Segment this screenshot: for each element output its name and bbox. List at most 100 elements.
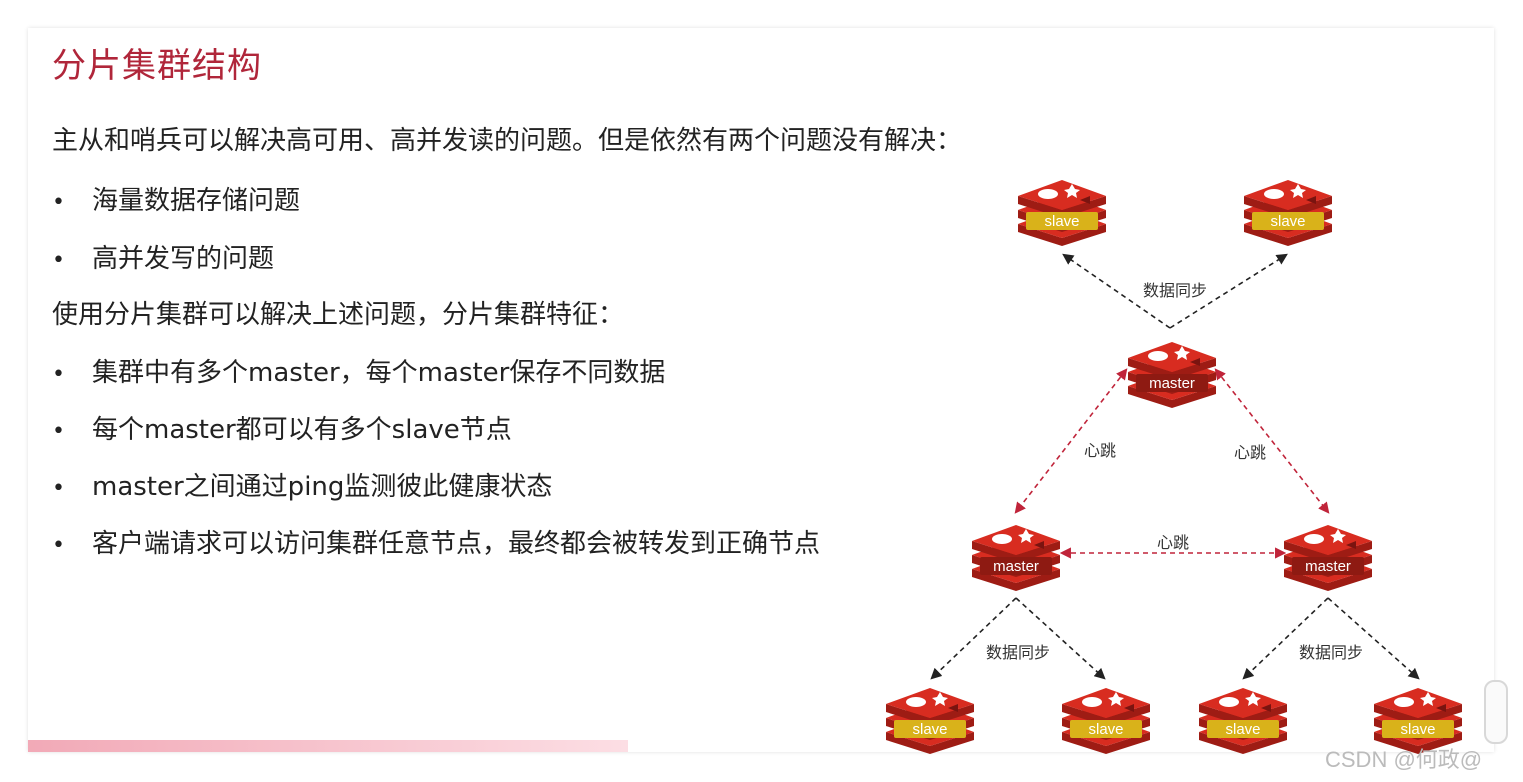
star-icon [1064,184,1080,198]
triangle-icon [1306,196,1316,204]
slave-node-bottom-slave-1: slave [886,688,974,754]
redis-layer-top [1062,688,1150,718]
redis-layer-top [1018,180,1106,210]
slave-label-band [1382,720,1454,738]
watermark: CSDN @何政@ [1325,747,1483,772]
redis-layer-side [886,732,974,754]
scroll-handle[interactable] [1484,680,1508,744]
star-icon [932,692,948,706]
bullet-icon: • [52,362,65,387]
redis-logo-icon [1394,697,1414,707]
redis-layer-side [972,569,1060,591]
redis-layer-side [1018,224,1106,246]
problem-item: •海量数据存储问题 [52,180,300,217]
triangle-icon [948,704,958,712]
master-label-band [1292,557,1364,575]
redis-layer-side [1284,569,1372,591]
redis-layer-side [1199,732,1287,754]
master-label-band [1136,374,1208,392]
master-label-band [980,557,1052,575]
star-icon [1420,692,1436,706]
bullet-icon: • [52,248,65,273]
triangle-icon [1261,704,1271,712]
problem-item: • 高并发写的问题 [52,238,274,275]
master-node-master-right: master [1284,525,1372,591]
footer-accent-bar [28,740,628,752]
feature-item: • 客户端请求可以访问集群任意节点，最终都会被转发到正确节点 [52,523,820,560]
slave-label: slave [1400,721,1435,738]
star-icon [1018,529,1034,543]
edge-sync-top: 数据同步 [1062,253,1288,329]
edge-label-sync-right: 数据同步 [1299,643,1363,662]
star-icon [1108,692,1124,706]
star-icon [1174,346,1190,360]
star-icon [1330,529,1346,543]
intro-text: 主从和哨兵可以解决高可用、高并发读的问题。但是依然有两个问题没有解决： [52,126,963,156]
slave-node-bottom-slave-3: slave [1199,688,1287,754]
master-node-master-top: master [1128,342,1216,408]
redis-layer-side [1062,732,1150,754]
redis-layer-top [1128,342,1216,372]
problem-label: 海量数据存储问题 [92,186,301,216]
slave-label: slave [1088,721,1123,738]
redis-logo-icon [906,697,926,707]
redis-logo-icon [1082,697,1102,707]
redis-layer-top [1374,688,1462,718]
redis-layer-side [1374,732,1462,754]
redis-logo-icon [1304,534,1324,544]
triangle-icon [1080,196,1090,204]
triangle-icon [1346,541,1356,549]
redis-logo-icon [992,534,1012,544]
slave-label: slave [912,721,947,738]
slave-label-band [1026,212,1098,230]
slave-node-bottom-slave-2: slave [1062,688,1150,754]
problem-label: 高并发写的问题 [92,244,275,274]
bullet-icon: • [52,419,65,444]
edge-sync-left: 数据同步 [930,597,1106,680]
redis-logo-icon [1148,351,1168,361]
slave-node-top-slave-right: slave [1244,180,1332,246]
edge-label-sync-top: 数据同步 [1143,281,1207,300]
bullet-icon: • [52,476,65,501]
slave-label-band [1207,720,1279,738]
redis-layer-top [1199,688,1287,718]
feature-label: 每个master都可以有多个slave节点 [92,415,512,445]
feature-item: • master之间通过ping监测彼此健康状态 [52,466,552,503]
feature-label: 客户端请求可以访问集群任意节点，最终都会被转发到正确节点 [92,529,821,559]
redis-layer-top [886,688,974,718]
redis-layer-top [972,525,1060,555]
feature-label: 集群中有多个master，每个master保存不同数据 [92,358,666,388]
edge-heartbeat-right: 心跳 [1214,368,1330,514]
redis-logo-icon [1219,697,1239,707]
edge-label-sync-left: 数据同步 [986,643,1050,662]
page-title: 分片集群结构 [52,46,262,86]
master-label: master [1305,558,1351,575]
redis-layer-top [1244,180,1332,210]
solution-heading: 使用分片集群可以解决上述问题，分片集群特征： [52,300,625,330]
redis-logo-icon [1264,189,1284,199]
slave-label: slave [1225,721,1260,738]
edge-sync-right: 数据同步 [1242,597,1420,680]
master-label: master [993,558,1039,575]
master-label: master [1149,375,1195,392]
slave-label: slave [1044,213,1079,230]
slave-label-band [1252,212,1324,230]
edge-heartbeat-middle: 心跳 [1059,533,1287,559]
star-icon [1290,184,1306,198]
slave-node-bottom-slave-4: slave [1374,688,1462,754]
master-node-master-left: master [972,525,1060,591]
edge-label-heartbeat-right: 心跳 [1234,443,1266,462]
feature-label: master之间通过ping监测彼此健康状态 [92,472,553,502]
edge-label-heartbeat-left: 心跳 [1084,441,1116,460]
redis-logo-icon [1038,189,1058,199]
bullet-icon: • [52,533,65,558]
edge-label-heartbeat-middle: 心跳 [1157,533,1189,552]
triangle-icon [1034,541,1044,549]
redis-layer-top [1284,525,1372,555]
triangle-icon [1436,704,1446,712]
feature-item: • 每个master都可以有多个slave节点 [52,409,512,446]
nodes-layer: slave slave master master master slave slave sl… [886,180,1462,754]
slave-label-band [894,720,966,738]
feature-item: • 集群中有多个master，每个master保存不同数据 [52,352,665,389]
